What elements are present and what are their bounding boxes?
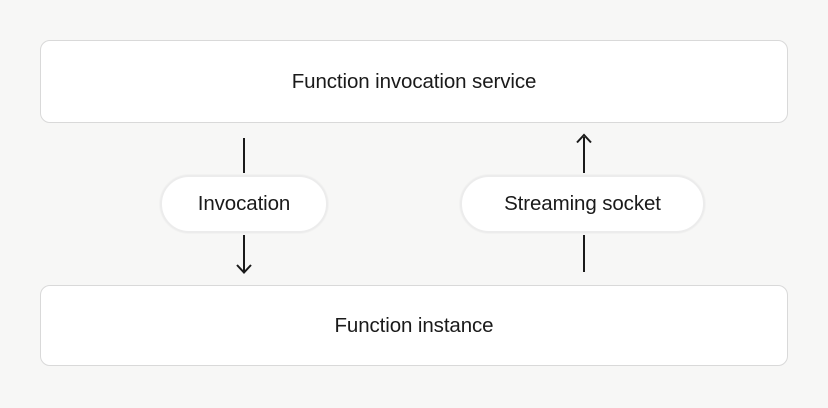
edge-label-invocation: Invocation (160, 175, 328, 233)
node-function-instance: Function instance (40, 285, 788, 366)
node-function-invocation-service-label: Function invocation service (291, 69, 537, 93)
edge-label-streaming-socket-text: Streaming socket (504, 192, 661, 215)
node-function-instance-label: Function instance (334, 313, 494, 337)
arrow-up-icon (576, 133, 592, 144)
edge-label-invocation-text: Invocation (197, 192, 291, 215)
node-function-invocation-service: Function invocation service (40, 40, 788, 123)
edge-label-streaming-socket: Streaming socket (460, 175, 705, 233)
arrow-down-icon (236, 264, 252, 274)
